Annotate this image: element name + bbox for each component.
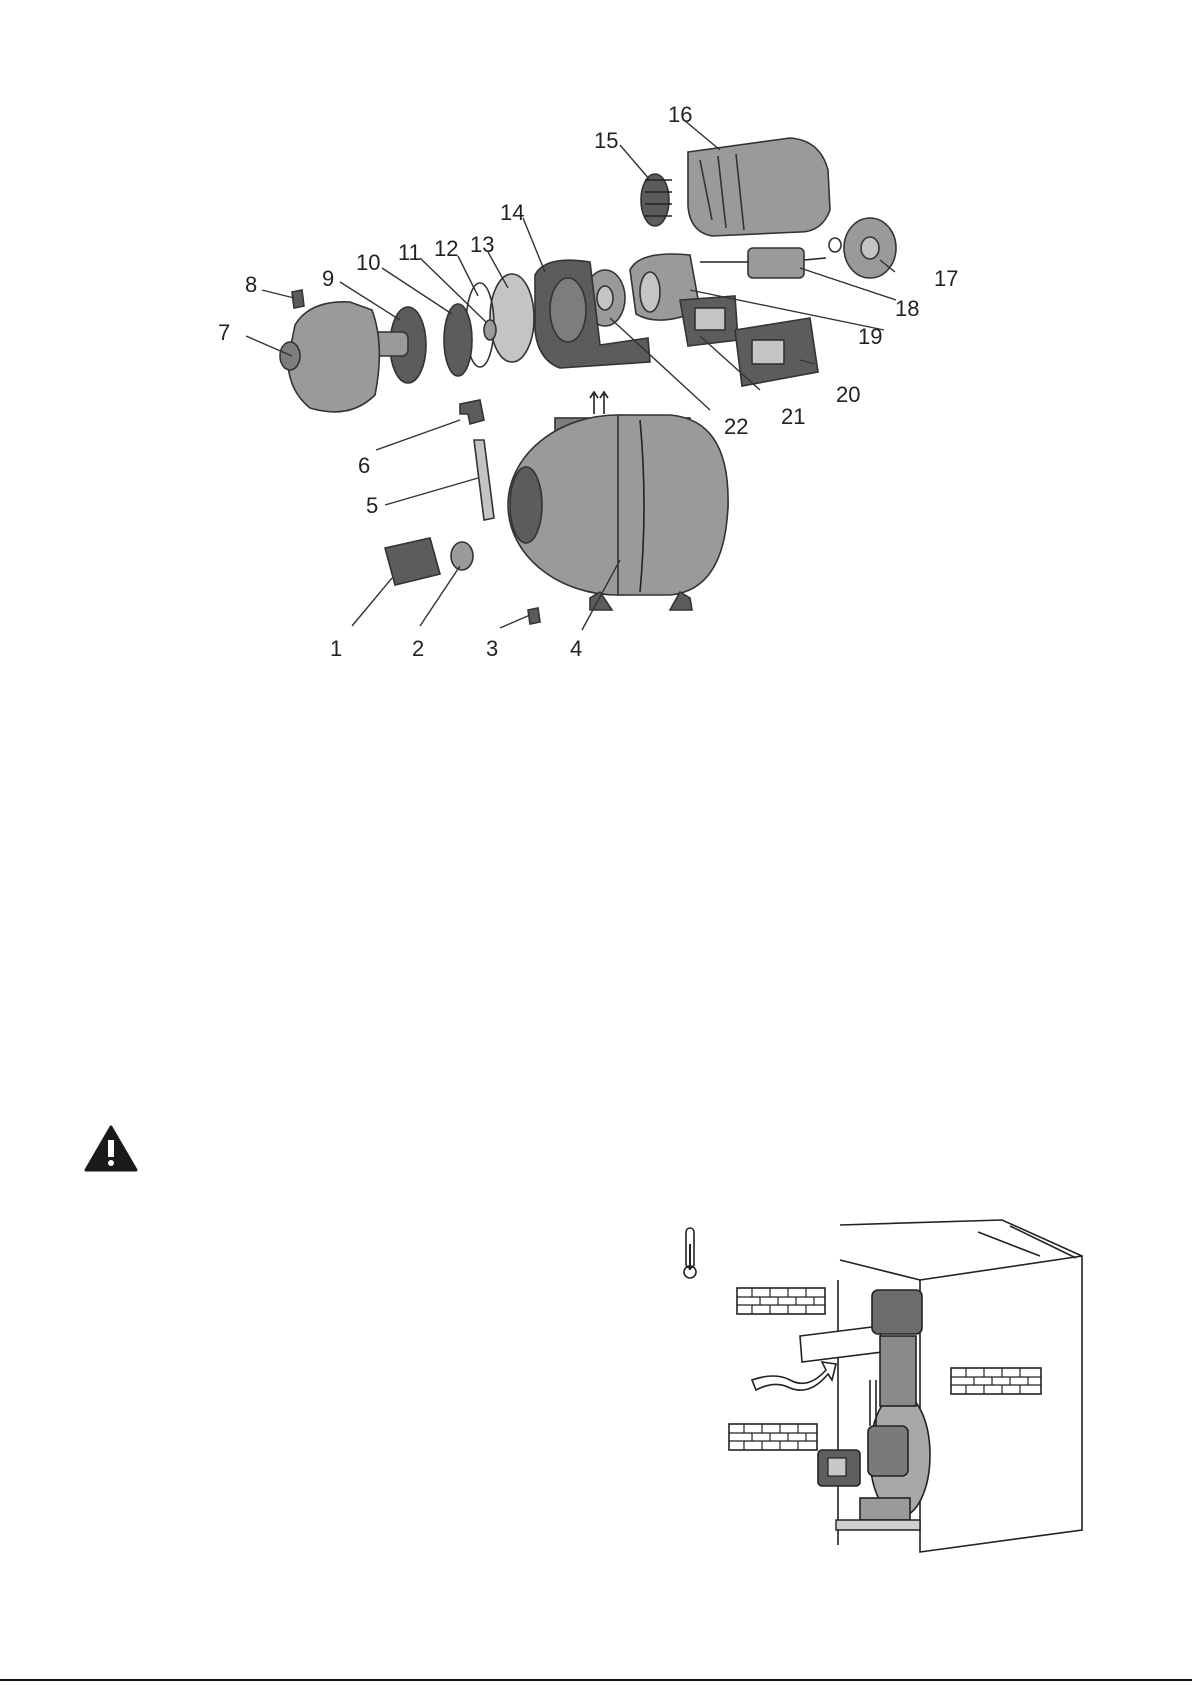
part-pressure-switch: [385, 538, 440, 585]
brick-wall-left-top: [737, 1288, 825, 1314]
airflow-arrow-icon: [752, 1362, 836, 1390]
warning-triangle-icon: [86, 1127, 136, 1170]
callout-1: 1: [330, 636, 342, 661]
part-manometer: [451, 542, 473, 570]
part-elbow: [460, 400, 484, 424]
callout-8: 8: [245, 272, 257, 297]
part-pressure-tank: [508, 392, 728, 610]
brick-wall-right: [951, 1368, 1041, 1394]
part-bracket: [680, 296, 738, 346]
page-bottom-rule: [0, 1679, 1192, 1681]
callout-17: 17: [934, 266, 958, 291]
callout-3: 3: [486, 636, 498, 661]
part-seal: [484, 320, 496, 340]
part-pump-body: [280, 302, 379, 412]
callout-14: 14: [500, 200, 524, 225]
callout-19: 19: [858, 324, 882, 349]
callout-18: 18: [895, 296, 919, 321]
part-plug: [292, 290, 304, 308]
part-hose: [474, 440, 494, 520]
callout-2: 2: [412, 636, 424, 661]
callout-5: 5: [366, 493, 378, 518]
callout-22: 22: [724, 414, 748, 439]
callout-9: 9: [322, 266, 334, 291]
brick-wall-left-bottom: [729, 1424, 817, 1450]
part-impeller: [444, 304, 472, 376]
callout-6: 6: [358, 453, 370, 478]
pump-unit: [818, 1290, 930, 1530]
part-drain-plug: [528, 608, 540, 624]
part-diffuser: [490, 274, 534, 362]
part-switch-box: [735, 318, 818, 386]
callout-13: 13: [470, 232, 494, 257]
exploded-parts-diagram: 1 2 3 4 5 6 7 8 9 10 11 12 13 14 15 16 1…: [0, 0, 1192, 700]
callout-15: 15: [594, 128, 618, 153]
installation-illustration: [684, 1220, 1082, 1552]
callout-21: 21: [781, 404, 805, 429]
callout-12: 12: [434, 236, 458, 261]
callout-10: 10: [356, 250, 380, 275]
callout-4: 4: [570, 636, 582, 661]
part-end-cap: [829, 218, 896, 278]
callout-20: 20: [836, 382, 860, 407]
part-motor-housing: [688, 138, 830, 236]
callout-16: 16: [668, 102, 692, 127]
part-fan: [641, 174, 672, 226]
callout-7: 7: [218, 320, 230, 345]
part-rotor: [700, 248, 826, 278]
callout-11: 11: [398, 240, 421, 265]
thermometer-icon: [684, 1228, 696, 1278]
